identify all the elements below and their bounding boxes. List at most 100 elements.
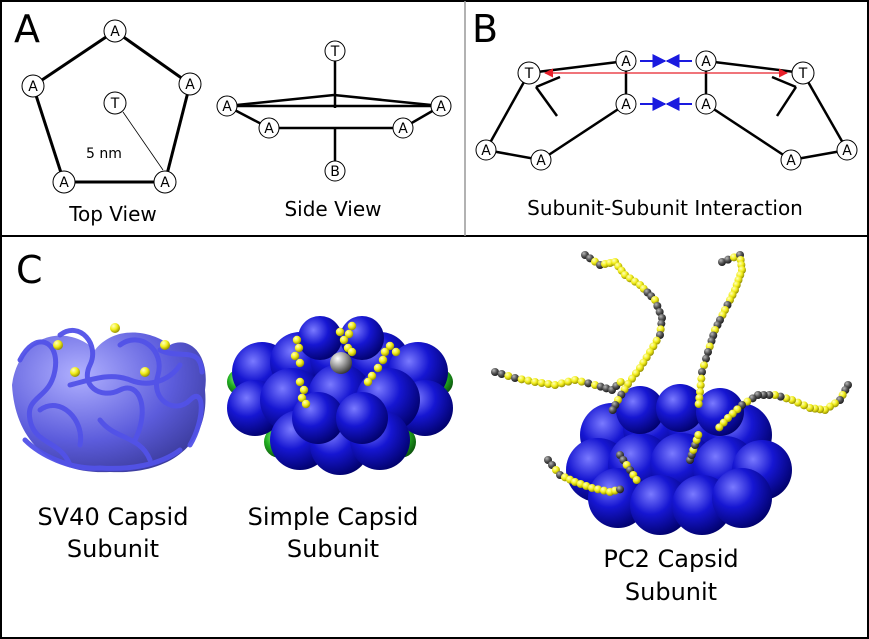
svg-text:A: A [264,121,274,137]
tail-bead [160,340,170,350]
svg-text:B: B [330,164,340,180]
panel-a: A 5 nm A A A A A [14,7,452,226]
svg-text:A: A [160,175,170,191]
sv40-caption-line2: Subunit [67,535,159,563]
capsid-sphere [630,475,690,535]
protein-chain [22,437,183,471]
pc2-caption-line1: PC2 Capsid [603,545,738,573]
tail-bead [704,348,712,356]
tail-bead [655,308,664,316]
protein-chain [67,362,183,388]
node-a: A [52,170,76,194]
tail-bead [557,379,566,388]
tail-bead [616,485,624,494]
svg-text:A: A [436,99,446,115]
tail-bead [53,340,63,350]
tail-bead [517,375,526,384]
distance-line [122,111,164,171]
svg-text:T: T [798,66,808,82]
tail-bead [301,399,311,409]
svg-text:A: A [185,77,195,93]
panel-a-letter: A [14,7,40,51]
tail-bead [608,406,617,414]
tail-bead [497,370,506,378]
protein-chain [57,327,145,443]
tail-bead [380,347,390,357]
panel-c-letter: C [16,248,43,292]
node-a: A [392,117,414,139]
tail-bead [367,371,377,381]
node-a: A [530,149,552,171]
node-t: T [517,61,541,85]
tail-bead [564,377,573,386]
node-t: T [103,91,127,115]
tail-bead [730,253,738,262]
node-a: A [780,149,802,171]
node-a: A [216,95,238,117]
node-a: A [836,139,858,161]
capsid-sphere [696,388,744,436]
tail-bead [294,343,304,353]
capsid-sphere [616,386,664,434]
svg-text:A: A [621,97,631,113]
interaction-caption: Subunit-Subunit Interaction [527,196,803,220]
tail-bead [140,367,150,377]
tail-bead [697,374,706,383]
tail-bead [511,374,519,382]
svg-text:T: T [330,44,340,60]
pc2-caption-line2: Subunit [625,578,717,606]
svg-text:A: A [110,24,120,40]
top-view-diagram [31,29,192,184]
tail-bead [651,296,659,304]
tail-bead [551,381,559,389]
tail-bead [295,377,305,387]
tail-bead [373,363,383,373]
node-a: A [615,50,637,72]
capsid-sphere [336,392,388,444]
tail-bead [385,341,395,351]
tail-bead [700,361,708,370]
side-view-caption: Side View [284,197,381,221]
tail-bead [292,335,302,345]
svg-text:A: A [59,175,69,191]
protein-chain [37,347,205,463]
sv40-subunit-render [12,323,206,473]
tail-bead [632,476,641,484]
tail-bead [588,484,596,492]
tail-bead [600,486,608,495]
tail-bead [698,368,706,376]
svg-text:T: T [110,96,120,112]
distance-label: 5 nm [86,146,122,162]
node-a: A [103,19,127,43]
tail-bead [765,391,774,399]
pc2-capsid-render [491,251,852,535]
svg-text:T: T [524,66,534,82]
tail-bead [335,327,345,337]
tail-bead [295,358,305,368]
tail-bead [616,378,625,386]
node-a: A [475,139,497,161]
node-a: A [695,50,717,72]
panel-c: C SV40 Capsid Subunit Simple Capsid Subu… [12,248,852,606]
tail-bead [759,391,768,399]
top-view-caption: Top View [68,202,157,226]
svg-text:A: A [222,99,232,115]
node-t: T [791,61,815,85]
tail-bead [695,394,704,402]
capsid-sphere [712,468,772,528]
tail-bead [70,367,80,377]
tail-bead [571,376,579,384]
panel-b: B T T [472,7,858,220]
tail-bead [290,351,300,361]
tail-bead [577,377,586,386]
tail-bead [696,388,704,396]
svg-text:A: A [28,79,38,95]
node-a: A [21,74,45,98]
tail-bead [391,347,401,357]
tail-bead [378,355,388,365]
tail-bead [504,372,513,380]
node-a: A [153,170,177,194]
svg-text:A: A [621,54,631,70]
